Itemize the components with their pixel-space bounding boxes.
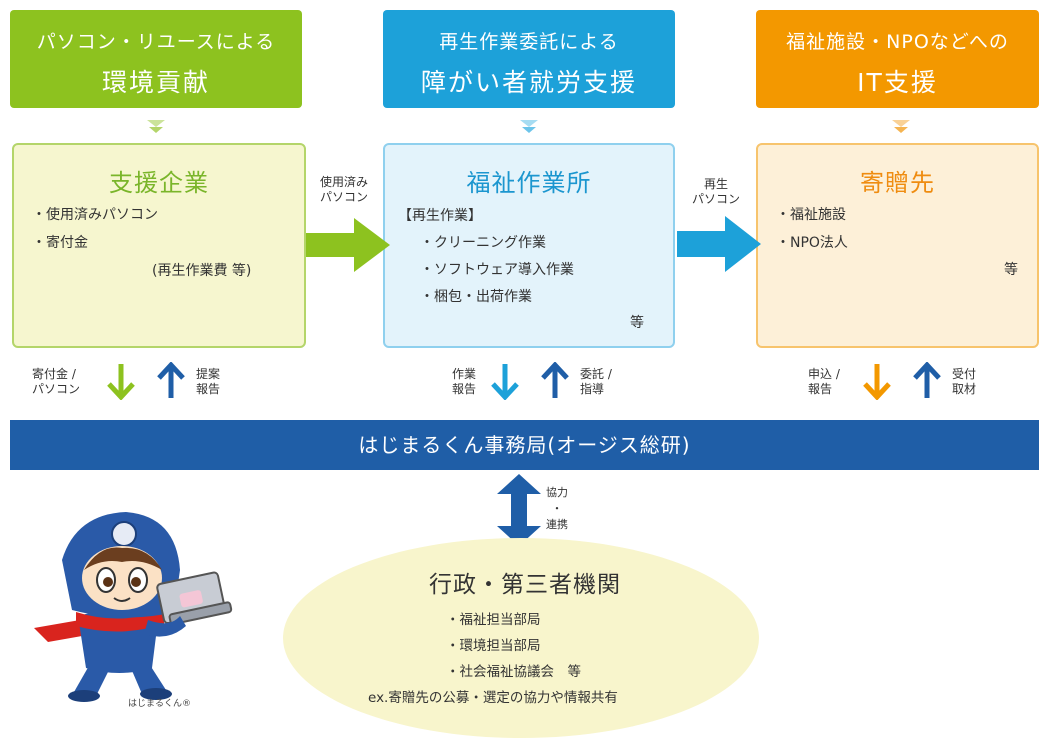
supporter-title: 支援企業 [109, 169, 209, 197]
government-ellipse [283, 538, 759, 738]
pair3-up-label-line: 受付 [952, 367, 977, 381]
up-arrow-icon-navy [913, 362, 941, 398]
mascot-illustration [34, 512, 233, 702]
arrow2-label-line: 再生 [703, 177, 728, 191]
government-title: 行政・第三者機関 [429, 572, 621, 598]
up-arrow-icon-navy [157, 362, 185, 398]
arrow1-label: 使用済み パソコン [308, 175, 380, 205]
right-arrow-icon-green [306, 218, 390, 272]
secretariat-bar: はじまるくん事務局(オージス総研) [10, 420, 1039, 470]
cooperation-label-line: ・ [551, 502, 563, 515]
pair1-down-label: 寄付金 / パソコン [32, 367, 80, 397]
down-arrow-icon-blue [491, 364, 519, 400]
green-down-triangle-icon [147, 120, 165, 127]
header-employment-main: 障がい者就労支援 [420, 68, 637, 97]
pair3-up-label-line: 取材 [952, 382, 977, 396]
pair1-down-label-line: 寄付金 / [32, 367, 76, 381]
pair2-down-label-line: 作業 [452, 367, 477, 381]
pair2-down-label-line: 報告 [452, 382, 477, 396]
down-arrow-icon-orange [863, 364, 891, 400]
pair1-up-label-line: 報告 [196, 382, 221, 396]
header-it-support: 福祉施設・NPOなどへの IT支援 [756, 10, 1039, 108]
pair3-down-label-line: 申込 / [808, 367, 840, 381]
arrow2-label: 再生 パソコン [680, 177, 752, 207]
workshop-etc: 等 [630, 315, 644, 331]
pair3-up-label: 受付 取材 [952, 367, 976, 397]
down-arrow-icon-green [107, 364, 135, 400]
supporter-note: (再生作業費 等) [152, 263, 252, 279]
pair3-down-label: 申込 / 報告 [808, 367, 840, 397]
cooperation-label-line: 協力 [546, 486, 568, 499]
green-down-triangle-icon-2 [149, 127, 163, 133]
workshop-item: ・ソフトウェア導入作業 [420, 262, 574, 278]
recipient-box: 寄贈先 [756, 143, 1039, 348]
supporter-item: ・使用済みパソコン [32, 207, 158, 223]
government-item: ・福祉担当部局 [446, 612, 541, 628]
recipient-etc: 等 [1004, 262, 1018, 278]
workshop-item: ・梱包・出荷作業 [420, 289, 532, 305]
government-item: ・環境担当部局 [446, 638, 541, 654]
supporter-box: 支援企業 [12, 143, 306, 348]
header-it-support-main: IT支援 [857, 68, 938, 97]
workshop-box: 福祉作業所 [383, 143, 675, 348]
recipient-item: ・NPO法人 [776, 235, 848, 251]
recipient-title: 寄贈先 [860, 169, 935, 197]
orange-down-triangle-icon [892, 120, 910, 127]
blue-down-triangle-icon [520, 120, 538, 127]
pair3-down-label-line: 報告 [808, 382, 833, 396]
mascot-name: はじまるくん® [128, 699, 192, 709]
government-example: ex.寄贈先の公募・選定の協力や情報共有 [368, 690, 618, 706]
header-employment: 再生作業委託による 障がい者就労支援 [383, 10, 675, 108]
header-environment-sub: パソコン・リユースによる [36, 31, 276, 53]
arrow1-label-line: 使用済み [319, 175, 368, 189]
pair2-up-label: 委託 / 指導 [580, 367, 612, 397]
header-environment-main: 環境貢献 [101, 68, 210, 97]
pair1-down-label-line: パソコン [32, 382, 81, 396]
pair2-down-label: 作業 報告 [452, 367, 476, 397]
pair1-up-label-line: 提案 [196, 367, 221, 381]
workshop-item: ・クリーニング作業 [420, 235, 546, 251]
cooperation-label: 協力 ・ 連携 [546, 485, 568, 533]
workshop-title: 福祉作業所 [466, 169, 592, 197]
right-arrow-icon-blue [677, 216, 761, 272]
pair2-up-label-line: 委託 / [580, 367, 612, 381]
pair1-up-label: 提案 報告 [196, 367, 220, 397]
header-it-support-sub: 福祉施設・NPOなどへの [786, 31, 1009, 53]
blue-down-triangle-icon-2 [522, 127, 536, 133]
arrow1-label-line: パソコン [319, 190, 368, 204]
arrow2-label-line: パソコン [691, 192, 740, 206]
government-item: ・社会福祉協議会 等 [446, 664, 581, 680]
orange-down-triangle-icon-2 [894, 127, 908, 133]
header-employment-sub: 再生作業委託による [439, 31, 619, 53]
header-environment: パソコン・リユースによる 環境貢献 [10, 10, 302, 108]
cooperation-label-line: 連携 [546, 518, 568, 531]
pair2-up-label-line: 指導 [580, 382, 605, 396]
up-arrow-icon-navy [541, 362, 569, 398]
double-arrow-icon [497, 474, 541, 546]
recipient-item: ・福祉施設 [776, 207, 846, 223]
workshop-section: 【再生作業】 [398, 208, 482, 224]
supporter-item: ・寄付金 [32, 235, 88, 251]
